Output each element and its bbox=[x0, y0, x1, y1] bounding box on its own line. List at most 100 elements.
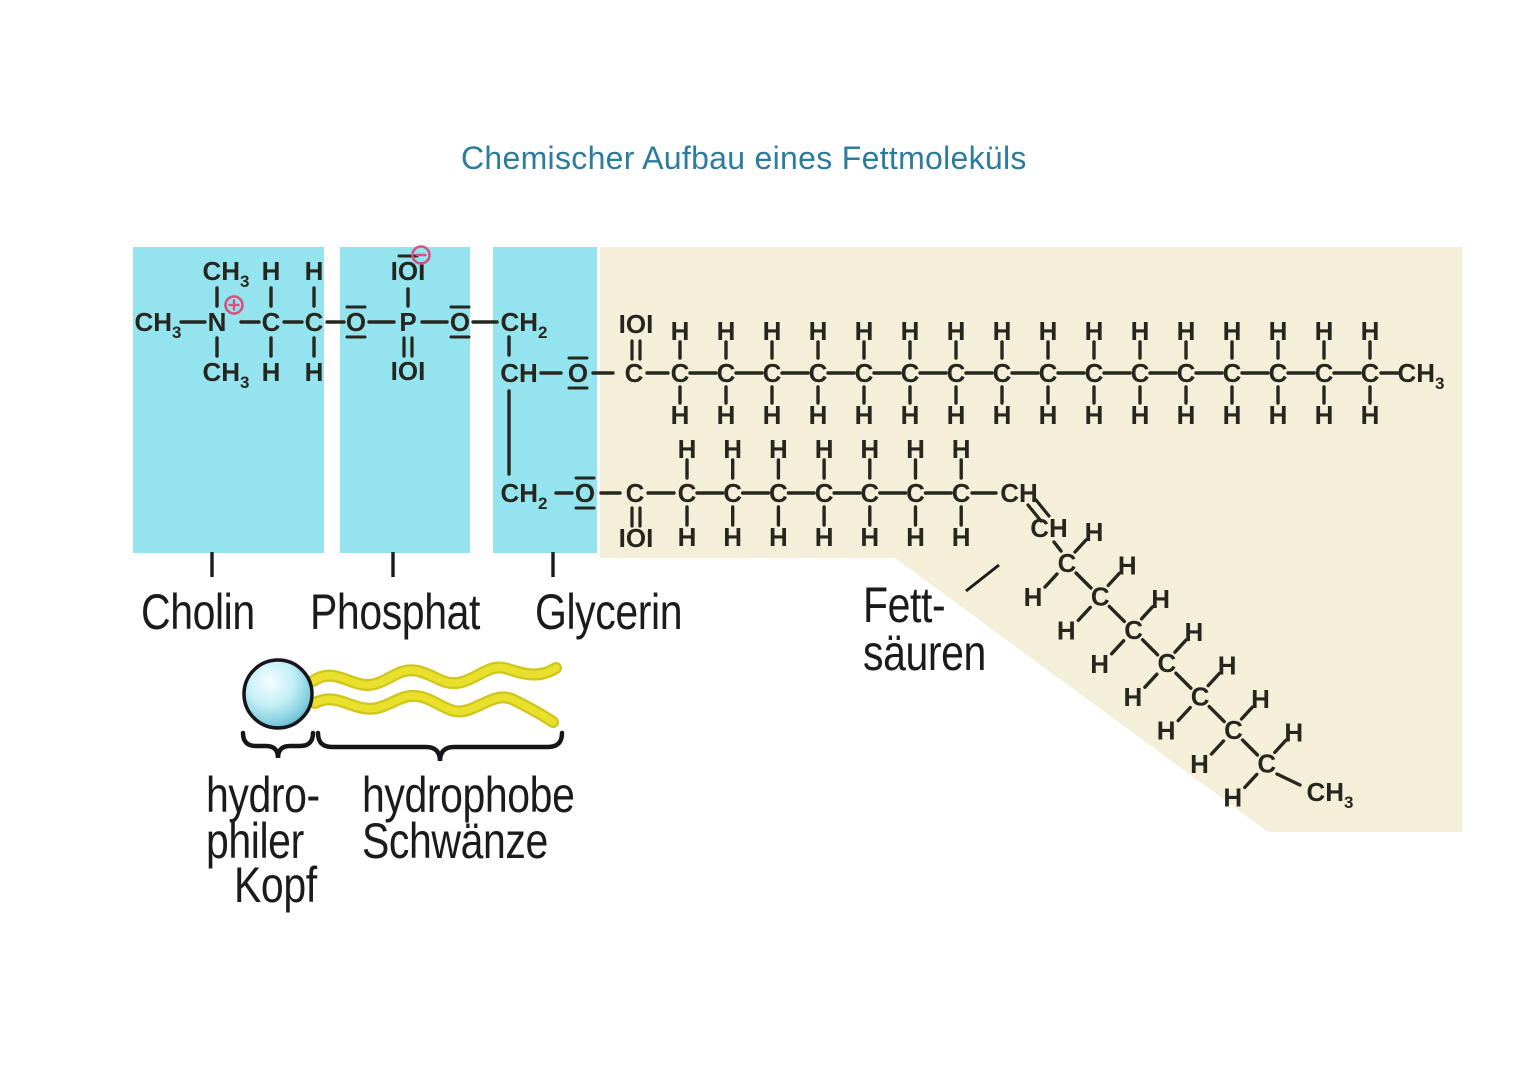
svg-text:H: H bbox=[1223, 316, 1242, 346]
tails-brace bbox=[315, 730, 565, 762]
svg-text:H: H bbox=[769, 434, 788, 464]
svg-text:H: H bbox=[1284, 717, 1303, 747]
svg-text:H: H bbox=[906, 434, 925, 464]
svg-text:H: H bbox=[1177, 400, 1196, 430]
svg-text:C: C bbox=[1177, 358, 1196, 388]
svg-text:O: O bbox=[568, 358, 588, 388]
svg-text:C: C bbox=[717, 358, 736, 388]
svg-text:H: H bbox=[678, 522, 697, 552]
svg-text:H: H bbox=[947, 400, 966, 430]
svg-text:C: C bbox=[1361, 358, 1380, 388]
tails-label-line2: Schwänze bbox=[362, 813, 548, 869]
svg-text:C: C bbox=[906, 478, 925, 508]
svg-text:C: C bbox=[763, 358, 782, 388]
svg-text:H: H bbox=[1185, 617, 1204, 647]
svg-text:H: H bbox=[1315, 400, 1334, 430]
svg-text:N: N bbox=[208, 307, 227, 337]
cholin-label: Cholin bbox=[141, 584, 255, 640]
phosphat-label: Phosphat bbox=[310, 584, 480, 640]
svg-text:H: H bbox=[1024, 582, 1043, 612]
svg-text:CH3: CH3 bbox=[202, 256, 249, 291]
fatty-acids-pointer-line bbox=[965, 563, 1000, 593]
svg-text:H: H bbox=[1039, 400, 1058, 430]
svg-text:C: C bbox=[1269, 358, 1288, 388]
svg-text:C: C bbox=[1257, 748, 1276, 778]
svg-text:H: H bbox=[723, 522, 742, 552]
svg-text:H: H bbox=[947, 316, 966, 346]
svg-text:C: C bbox=[815, 478, 834, 508]
svg-text:C: C bbox=[809, 358, 828, 388]
svg-text:C: C bbox=[1039, 358, 1058, 388]
svg-text:H: H bbox=[1223, 400, 1242, 430]
svg-text:C: C bbox=[901, 358, 920, 388]
svg-text:H: H bbox=[901, 400, 920, 430]
svg-text:CH2: CH2 bbox=[500, 478, 547, 513]
svg-text:CH3: CH3 bbox=[202, 357, 249, 392]
svg-text:H: H bbox=[1090, 649, 1109, 679]
svg-text:C: C bbox=[1158, 648, 1177, 678]
svg-text:H: H bbox=[262, 256, 281, 286]
svg-text:H: H bbox=[901, 316, 920, 346]
svg-text:IOI: IOI bbox=[619, 309, 654, 339]
svg-text:IOI: IOI bbox=[619, 523, 654, 553]
svg-text:H: H bbox=[1361, 400, 1380, 430]
svg-text:C: C bbox=[1058, 548, 1077, 578]
svg-text:H: H bbox=[1218, 651, 1237, 681]
svg-text:CH: CH bbox=[1030, 513, 1068, 543]
page-title: Chemischer Aufbau eines Fettmoleküls bbox=[461, 140, 1027, 176]
svg-text:H: H bbox=[1269, 400, 1288, 430]
fatty-acids-label-line1: Fett- bbox=[863, 577, 946, 633]
phosphat-highlight-box bbox=[340, 247, 470, 553]
svg-text:H: H bbox=[993, 316, 1012, 346]
svg-text:C: C bbox=[860, 478, 879, 508]
svg-text:H: H bbox=[860, 522, 879, 552]
svg-text:H: H bbox=[1057, 615, 1076, 645]
svg-text:C: C bbox=[723, 478, 742, 508]
svg-text:H: H bbox=[952, 434, 971, 464]
svg-text:H: H bbox=[1085, 517, 1104, 547]
svg-text:C: C bbox=[262, 307, 281, 337]
svg-text:O: O bbox=[575, 478, 595, 508]
svg-text:IOI: IOI bbox=[391, 356, 426, 386]
svg-text:C: C bbox=[855, 358, 874, 388]
svg-text:C: C bbox=[993, 358, 1012, 388]
svg-text:H: H bbox=[815, 522, 834, 552]
svg-text:H: H bbox=[678, 434, 697, 464]
svg-text:CH3: CH3 bbox=[1306, 777, 1353, 812]
svg-text:H: H bbox=[1085, 316, 1104, 346]
head-label-line2: philer bbox=[206, 813, 304, 869]
svg-text:H: H bbox=[1131, 400, 1150, 430]
svg-text:H: H bbox=[993, 400, 1012, 430]
hydrophilic-head-sphere bbox=[242, 658, 314, 730]
svg-text:H: H bbox=[809, 316, 828, 346]
svg-text:CH: CH bbox=[500, 358, 538, 388]
svg-text:O: O bbox=[450, 307, 470, 337]
svg-text:H: H bbox=[815, 434, 834, 464]
head-label-line1: hydro- bbox=[206, 767, 320, 823]
glycerin-label: Glycerin bbox=[535, 584, 683, 640]
svg-text:H: H bbox=[769, 522, 788, 552]
svg-text:C: C bbox=[1131, 358, 1150, 388]
tails-label-line1: hydrophobe bbox=[362, 767, 575, 823]
svg-text:H: H bbox=[1223, 782, 1242, 812]
svg-text:H: H bbox=[809, 400, 828, 430]
svg-text:C: C bbox=[769, 478, 788, 508]
svg-text:H: H bbox=[763, 316, 782, 346]
svg-text:H: H bbox=[1085, 400, 1104, 430]
svg-text:H: H bbox=[1361, 316, 1380, 346]
svg-text:CH3: CH3 bbox=[1397, 358, 1444, 393]
svg-text:H: H bbox=[1157, 716, 1176, 746]
svg-text:C: C bbox=[678, 478, 697, 508]
svg-text:C: C bbox=[1191, 682, 1210, 712]
svg-text:H: H bbox=[860, 434, 879, 464]
svg-text:O: O bbox=[346, 307, 366, 337]
svg-text:H: H bbox=[1124, 682, 1143, 712]
svg-text:H: H bbox=[1151, 584, 1170, 614]
svg-text:H: H bbox=[855, 316, 874, 346]
svg-text:C: C bbox=[1315, 358, 1334, 388]
svg-text:H: H bbox=[305, 256, 324, 286]
svg-text:C: C bbox=[671, 358, 690, 388]
head-label-line3: Kopf bbox=[234, 857, 317, 913]
svg-text:C: C bbox=[626, 478, 645, 508]
